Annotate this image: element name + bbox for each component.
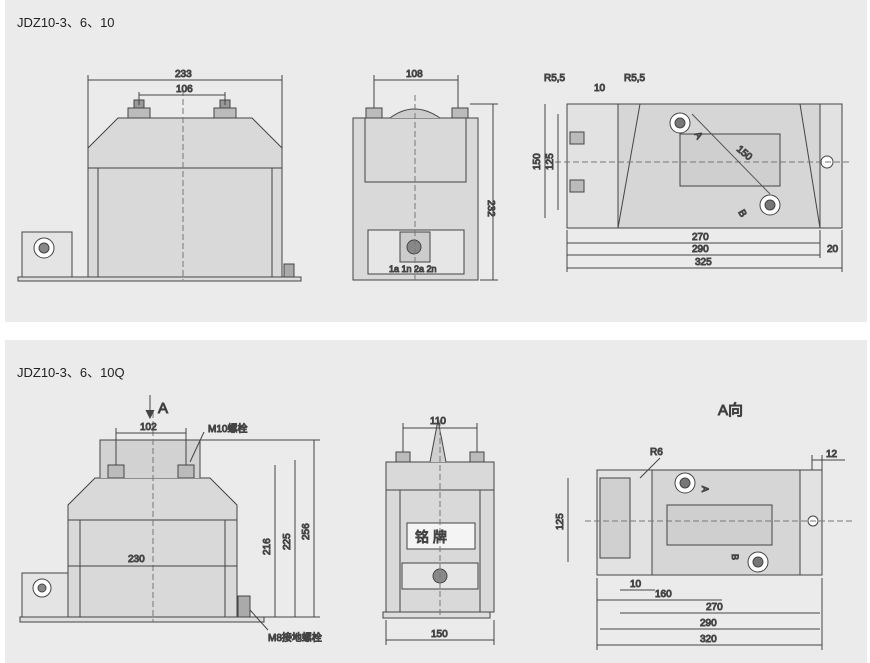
dim-125: 125 xyxy=(555,513,566,530)
dim-325: 325 xyxy=(695,257,712,268)
dim-10: 10 xyxy=(630,579,642,590)
dim-270: 270 xyxy=(706,602,723,613)
bottom-front-view xyxy=(19,395,320,631)
dim-270: 270 xyxy=(692,232,709,243)
terminal-labels: 1a 1n 2a 2n xyxy=(389,264,437,274)
dim-150: 150 xyxy=(532,153,543,170)
dim-225: 225 xyxy=(282,533,293,550)
dim-216: 216 xyxy=(262,538,273,555)
dim-230: 230 xyxy=(128,554,145,565)
dim-110: 110 xyxy=(430,416,446,427)
top-front-view xyxy=(17,75,302,282)
dim-20: 20 xyxy=(827,244,839,255)
bottom-side-view xyxy=(382,419,495,645)
m10-bolt-label: M10螺栓 xyxy=(208,422,247,435)
model-title: JDZ10-3、6、10 xyxy=(17,15,115,30)
dim-290: 290 xyxy=(700,618,717,629)
dim-320: 320 xyxy=(700,634,717,645)
dim-r6: R6 xyxy=(650,447,663,458)
mark-b: B xyxy=(730,554,740,560)
dim-150: 150 xyxy=(431,629,448,640)
top-plan-view xyxy=(544,103,850,272)
dim-290: 290 xyxy=(692,244,709,255)
nameplate-label: 铭 牌 xyxy=(415,529,447,545)
view-arrow-label: A xyxy=(158,400,168,417)
dim-125: 125 xyxy=(545,153,556,170)
dim-102: 102 xyxy=(140,422,157,433)
top-side-view xyxy=(352,75,498,281)
a-view-title: A向 xyxy=(718,402,743,419)
dim-r55-left: R5,5 xyxy=(544,73,566,84)
dim-108: 108 xyxy=(406,69,423,80)
dim-12: 12 xyxy=(826,449,838,460)
dim-106: 106 xyxy=(176,84,193,95)
dim-233: 233 xyxy=(175,69,192,80)
dim-10: 10 xyxy=(594,83,606,94)
mark-a: A xyxy=(700,486,710,492)
m8-ground-bolt-label: M8接地螺栓 xyxy=(268,631,322,644)
dim-232: 232 xyxy=(485,200,496,217)
dim-256: 256 xyxy=(301,523,312,540)
bottom-a-view xyxy=(567,455,855,650)
dim-r55-right: R5,5 xyxy=(624,73,646,84)
model-title: JDZ10-3、6、10Q xyxy=(17,365,125,380)
dim-160: 160 xyxy=(655,589,672,600)
